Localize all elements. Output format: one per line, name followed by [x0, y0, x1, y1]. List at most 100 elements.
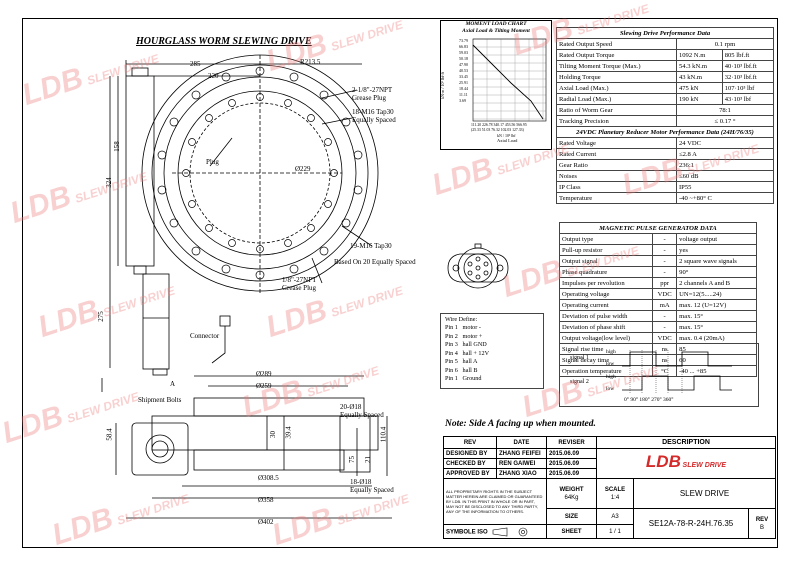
size-cell: SIZE [546, 508, 597, 525]
drawing-sheet [22, 18, 778, 548]
list-item: Pin 1 Ground [445, 375, 482, 382]
table-row: Noises≤60 dB [556, 170, 775, 182]
low-label-1: low [606, 361, 615, 367]
dim-110-4: 110.4 [379, 426, 388, 443]
dim-30: 30 [269, 431, 277, 438]
performance-title: Slewing Drive Performance Data [556, 27, 774, 39]
list-item: Pin 3 hall GND [445, 341, 487, 348]
label-shipment-bolts: Shipment Bolts [138, 396, 182, 404]
label-holes-20b: Equally Spaced [340, 411, 384, 419]
reviser-header: REVISER [546, 436, 597, 449]
dim-phi402: Ø402 [258, 518, 274, 526]
high-label-1: high [606, 349, 616, 355]
moment-chart-xunit: kN / 10³ lbf [497, 133, 516, 138]
label-side-a: A [170, 380, 176, 388]
ldb-logo-tag: SLEW DRIVE [682, 461, 727, 469]
table-row: Pull-up resistor-yes [558, 244, 757, 256]
label-holes-18b: Equally Spaced [350, 486, 394, 494]
dim-phi308-5: Ø308.5 [258, 474, 279, 482]
table-row: Output signal-2 square wave signals [558, 255, 757, 267]
label-grease-plug-1: 2-1/8"-27NPT [352, 86, 393, 94]
dim-324: 324 [104, 177, 113, 188]
table-row: Deviation of pulse width-max. 15° [558, 310, 757, 322]
moment-chart-title: MOMENT LOAD CHART [465, 21, 527, 27]
table-row: Output type-voltage output [558, 233, 757, 245]
drawing-name: SLEW DRIVE [633, 478, 776, 509]
high-label-2: high [606, 374, 616, 380]
list-item: Pin 6 hall B [445, 366, 478, 374]
wire-pin-list: Pin 1 motor - Pin 2 motor + Pin 3 hall G… [445, 324, 539, 384]
list-item: Pin 1 motor - [445, 324, 481, 331]
dim-58-4: 58.4 [105, 428, 114, 441]
magnetic-pulse-table: MAGNETIC PULSE GENERATOR DATA Output typ… [558, 222, 757, 377]
mag-title: MAGNETIC PULSE GENERATOR DATA [559, 222, 757, 234]
dim-21: 21 [364, 456, 372, 463]
performance-table: Slewing Drive Performance Data Rated Out… [556, 27, 775, 204]
designed-name: ZHANG FEIFEI [496, 448, 547, 459]
dim-220: 220 [208, 72, 219, 80]
checked-date: 2015.06.09 [546, 458, 597, 469]
dim-158: 158 [112, 141, 121, 152]
label-tap-19b: Based On 20 Equally Spaced [334, 258, 416, 266]
date-header: DATE [496, 436, 547, 449]
signal-1-label: signal 1 [570, 355, 589, 361]
dim-phi229: Ø229 [295, 165, 311, 173]
label-grease-plug-2b: Grease Plug [282, 284, 317, 292]
sheet-label: SHEET [546, 524, 597, 539]
motor-title: 24VDC Planetary Reducer Motor Performanc… [556, 126, 774, 138]
square-wave-plot [622, 350, 732, 394]
label-tap-18b: Equally Spaced [352, 116, 396, 124]
dim-phi259: Ø259 [256, 382, 272, 390]
drawing-title: HOURGLASS WORM SLEWING DRIVE [136, 36, 312, 47]
list-item: Pin 4 hall + 12V [445, 349, 490, 357]
description-header: DESCRIPTION [596, 436, 776, 449]
moment-chart-ylabel: kN·m / 10³ lbf·ft [439, 72, 445, 99]
phase-angles: 0° 90° 180° 270° 360° [624, 397, 674, 403]
label-grease-plug-2: 1/8"-27NPT [282, 276, 317, 284]
table-row: Phase quadrature-90° [558, 266, 757, 278]
dim-phi289: Ø289 [256, 370, 272, 378]
label-grease-plug-1b: Grease Plug [352, 94, 387, 102]
designed-label: DESIGNED BY [443, 448, 497, 459]
sheet-value: 1 / 1 [596, 524, 634, 539]
logo-cell: LDB SLEW DRIVE [596, 448, 776, 479]
label-holes-20: 20-Ø18 [340, 403, 362, 411]
rev-header: REV [443, 436, 497, 449]
connector-plug-icon [447, 243, 509, 289]
wire-define-box: Wire Define: Pin 1 motor - Pin 2 motor +… [440, 313, 544, 389]
part-number: SE12A-78-R-24H.76.35 [633, 508, 749, 539]
low-label-2: low [606, 386, 615, 392]
technical-drawing [101, 54, 392, 519]
list-item: Pin 2 motor + [445, 332, 483, 340]
label-connector: Connector [190, 332, 220, 340]
label-holes-18: 18-Ø18 [350, 478, 372, 486]
label-plug: Plug [206, 158, 219, 166]
checked-label: CHECKED BY [443, 458, 497, 469]
wire-title: Wire Define: [445, 316, 478, 323]
label-tap-19: 19-M16 Tap30 [350, 242, 392, 250]
dim-phi358: Ø358 [258, 496, 274, 504]
moment-chart-xlabel: Axial Load [497, 138, 518, 143]
approved-date: 2015.06.09 [546, 468, 597, 479]
approved-name: ZHANG XIAO [496, 468, 547, 479]
moment-load-chart: MOMENT LOAD CHART Axial Load & Tilting M… [440, 20, 552, 150]
table-row: Rated Current≤2.8 A [556, 148, 775, 160]
moment-chart-xticks2: (25.33 51.03 76.32 102.03 127.33) [471, 128, 524, 132]
dim-275: 275 [96, 311, 105, 322]
checked-name: REN GAIWEI [496, 458, 547, 469]
